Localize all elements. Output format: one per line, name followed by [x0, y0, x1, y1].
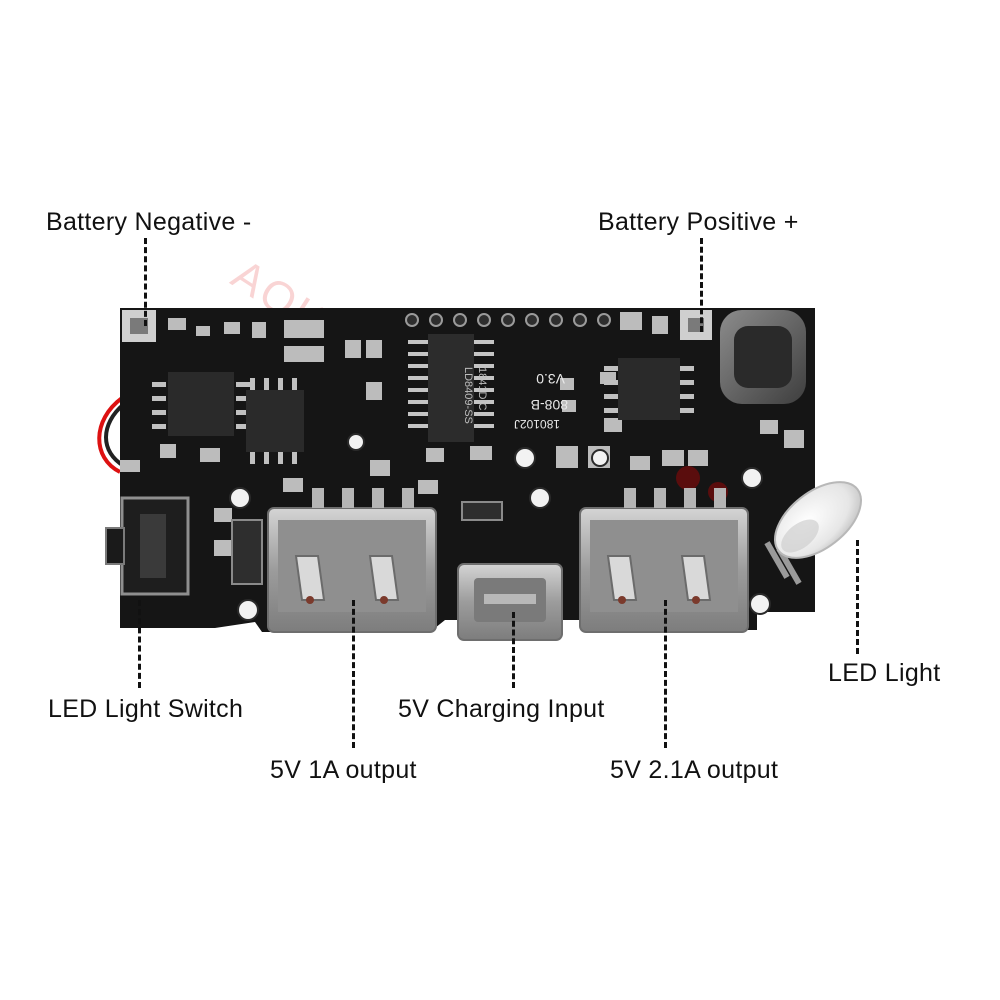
label-battery-negative: Battery Negative - [46, 208, 252, 236]
usb-1a-port [267, 507, 437, 633]
led-light [764, 481, 863, 585]
silk-model: 808-B [531, 397, 568, 413]
label-led-light-switch: LED Light Switch [48, 695, 244, 723]
label-output-2a: 5V 2.1A output [610, 756, 779, 784]
chip-q6 [246, 390, 304, 452]
usb-2a-port [579, 507, 749, 633]
label-output-1a: 5V 1A output [270, 756, 417, 784]
micro-usb-port [457, 563, 563, 641]
leader-battery-negative [144, 238, 147, 326]
silk-version: V3.0 [536, 371, 565, 387]
chip-u2 [428, 334, 474, 442]
chip-text-code: 1841DIC [476, 367, 488, 410]
leader-battery-positive [700, 238, 703, 332]
leader-led-switch [138, 600, 141, 688]
leader-output-1a [352, 600, 355, 748]
label-battery-positive: Battery Positive + [598, 208, 799, 236]
chip-text-main: LD8409-SS [462, 367, 474, 424]
leader-charging-input [512, 612, 515, 688]
silk-date: 180102J [514, 417, 560, 431]
chip-u1 [168, 372, 234, 436]
chip-right [618, 358, 680, 420]
leader-led-light [856, 540, 859, 654]
leader-output-2a [664, 600, 667, 748]
pcb-board: V3.0 808-B 180102J LD8409-SS 1841DIC [105, 308, 815, 641]
label-charging-input: 5V Charging Input [398, 695, 605, 723]
label-led-light: LED Light [828, 659, 941, 687]
